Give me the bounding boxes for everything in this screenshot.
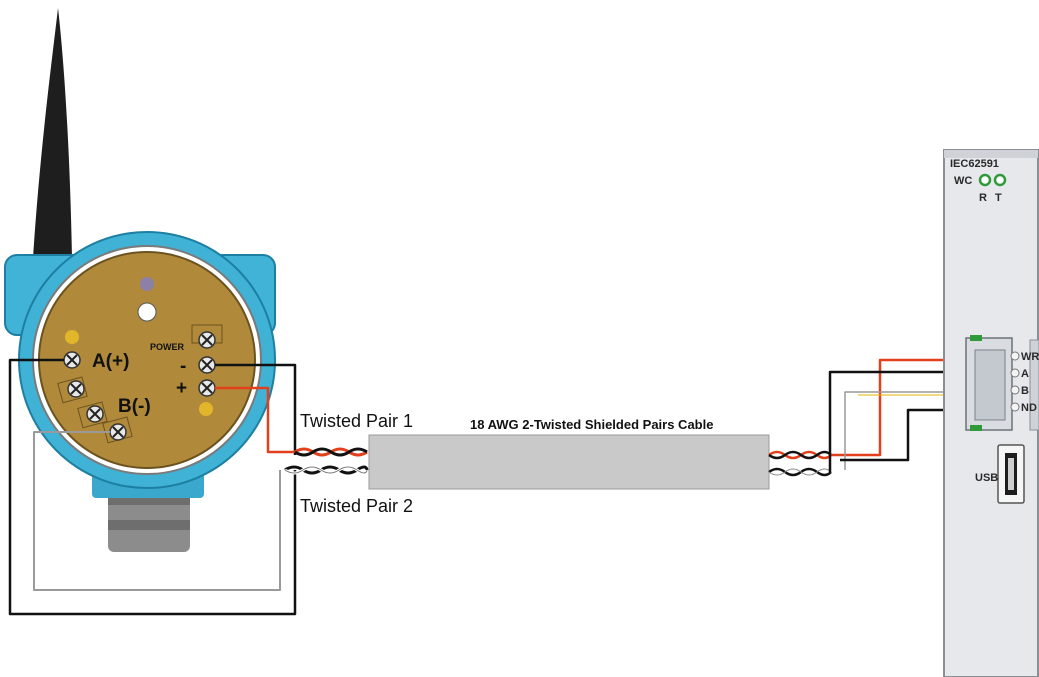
module-panel [943, 149, 1039, 677]
usb-label: USB [975, 472, 998, 484]
module-title: IEC62591 [950, 158, 999, 170]
module-wiring [828, 358, 972, 472]
cable-label: 18 AWG 2-Twisted Shielded Pairs Cable [470, 417, 713, 432]
power-minus-label: - [180, 356, 186, 377]
led-r-label: R [979, 192, 987, 204]
usb-port-icon [997, 444, 1025, 504]
wiring [8, 358, 297, 616]
pin-a-label: A [1021, 368, 1029, 380]
twisted-pair-2 [284, 465, 369, 475]
led-t-label: T [995, 192, 1002, 204]
terminal-b-label: B(-) [118, 396, 151, 417]
power-label: POWER [150, 342, 185, 352]
module-wc-label: WC [954, 175, 972, 187]
pin-pwr-label: WR [1021, 351, 1039, 363]
pin-b-label: B [1021, 385, 1029, 397]
twisted-pair-2-label: Twisted Pair 2 [300, 496, 413, 516]
twisted-pair-1 [294, 447, 368, 457]
shielded-cable [368, 434, 770, 490]
twisted-pair-1-label: Twisted Pair 1 [300, 411, 413, 431]
antenna-icon [33, 8, 72, 258]
terminal-a-label: A(+) [92, 351, 129, 372]
transmitter-housing [4, 231, 276, 552]
pin-gnd-label: ND [1021, 402, 1037, 414]
twisted-pairs-out [768, 450, 832, 477]
led-indicator-icon [978, 173, 1007, 187]
power-plus-label: + [176, 378, 187, 399]
